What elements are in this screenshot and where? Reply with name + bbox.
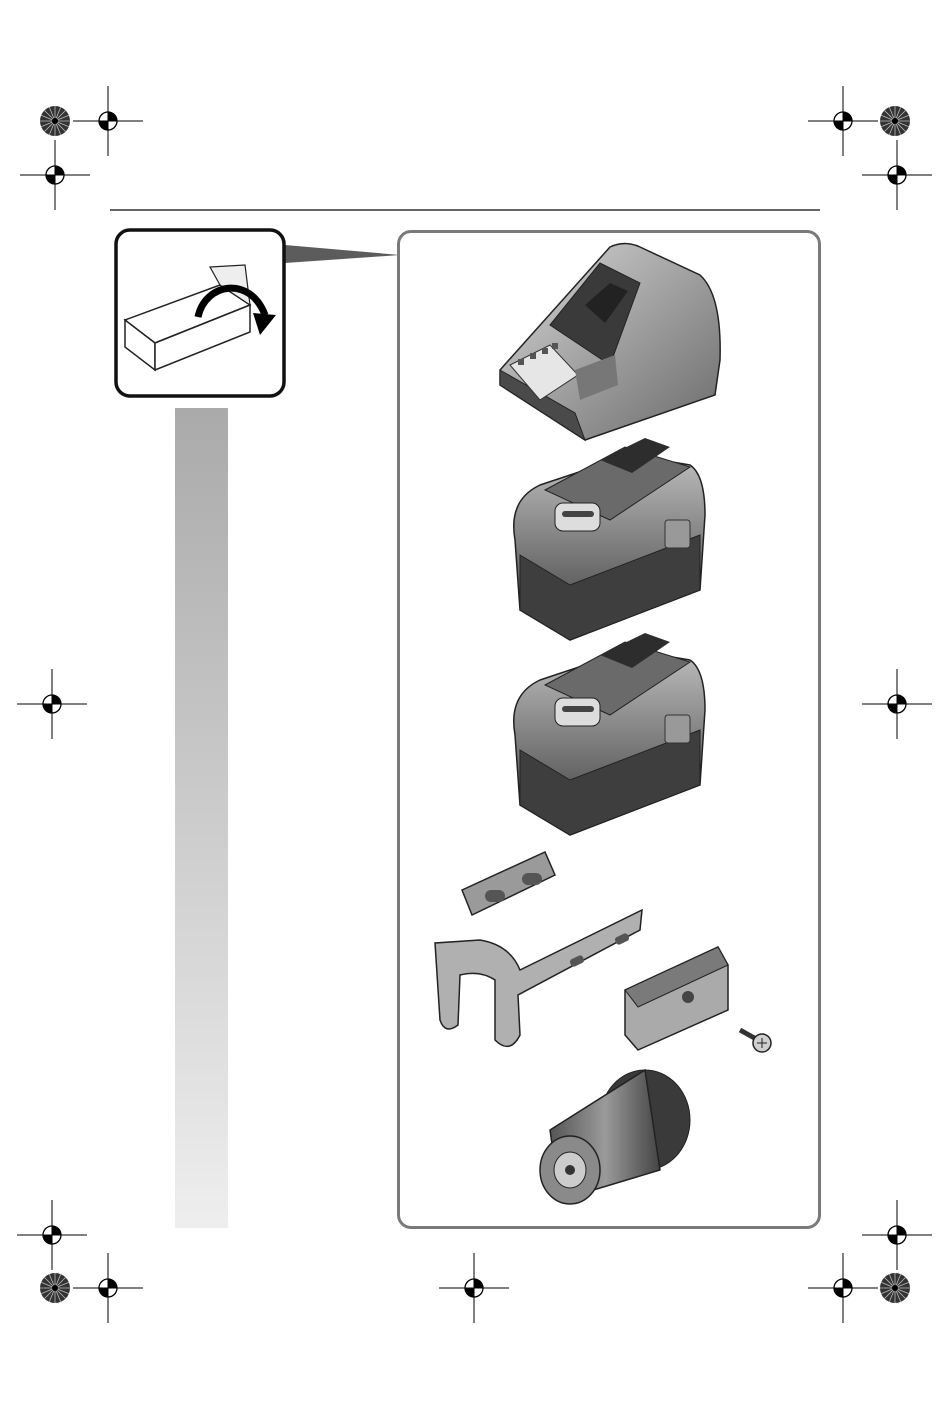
battery-charger: [500, 244, 720, 441]
screw: [740, 1030, 771, 1052]
color-target-top-left: [40, 106, 70, 136]
registration-mark: [862, 1200, 932, 1270]
battery-pack-2: [514, 633, 705, 835]
keyless-drill-chuck: [540, 1070, 690, 1204]
registration-mark: [808, 1253, 878, 1323]
registration-mark: [73, 1253, 143, 1323]
registration-mark: [862, 669, 932, 739]
color-target-bottom-left: [40, 1273, 70, 1303]
registration-mark: [17, 669, 87, 739]
side-gradient-bar: [175, 408, 228, 1228]
color-target-bottom-right: [880, 1273, 910, 1303]
registration-mark: [439, 1253, 509, 1323]
registration-mark: [20, 140, 90, 210]
color-target-top-right: [880, 106, 910, 136]
belt-clip-set: [435, 852, 771, 1052]
contents-illustrations: [400, 235, 815, 1220]
registration-mark: [808, 86, 878, 156]
registration-mark: [17, 1200, 87, 1270]
registration-mark: [73, 86, 143, 156]
battery-pack-1: [514, 438, 705, 640]
registration-mark: [862, 140, 932, 210]
unpack-callout: [110, 225, 410, 405]
